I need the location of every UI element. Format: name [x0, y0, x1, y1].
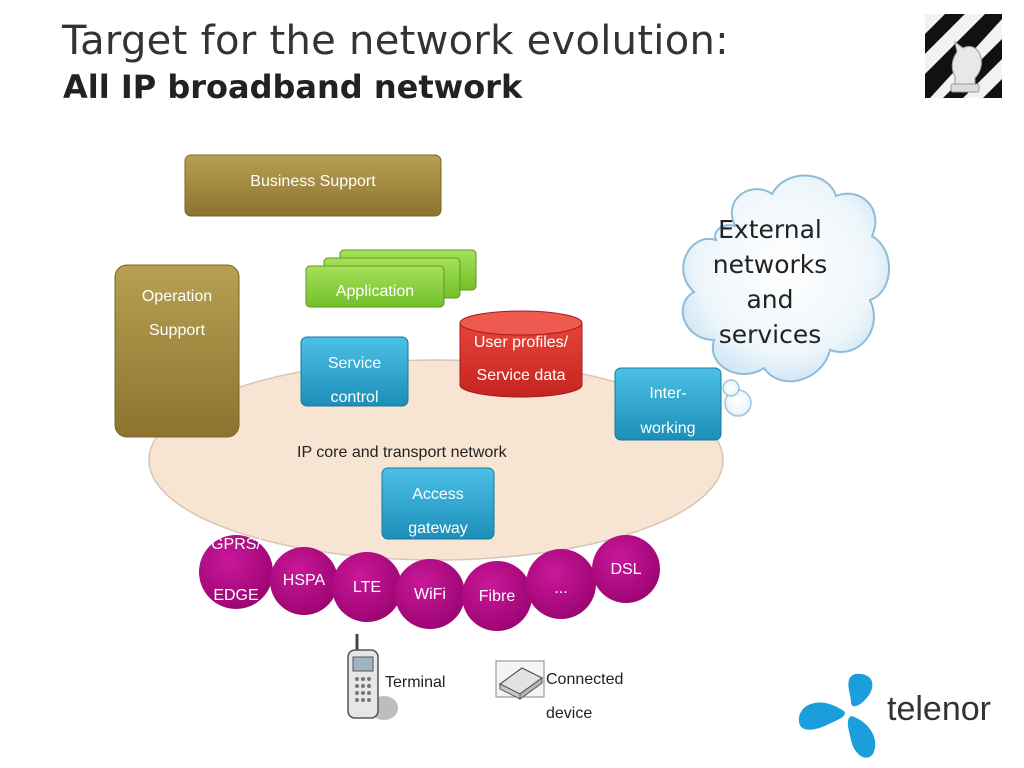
access-gateway-line1: Access: [412, 486, 464, 503]
telenor-wordmark: telenor: [887, 690, 991, 728]
access-gateway-line2: gateway: [408, 520, 468, 537]
fibre-label: Fibre: [478, 588, 516, 605]
gprs-line2: EDGE: [213, 587, 259, 604]
connected-device-icon: [495, 660, 545, 700]
hspa-circle: [270, 547, 338, 615]
terminal-label: Terminal: [385, 674, 446, 691]
interworking-line2: working: [640, 420, 696, 437]
operation-support-line2: Support: [148, 322, 206, 339]
interworking-box: [614, 367, 722, 441]
external-networks-label: External networks and services: [700, 212, 840, 352]
business-support-label: Business Support: [250, 173, 376, 190]
dsl-circle: [592, 535, 660, 603]
application-box-front: [305, 265, 445, 308]
service-control-box: [300, 336, 409, 407]
hspa-label: HSPA: [282, 572, 326, 589]
dsl-label: DSL: [610, 561, 642, 578]
connected-device-line1: Connected: [546, 671, 624, 688]
user-profiles-line1: User profiles/: [473, 334, 569, 351]
ip-core-label: IP core and transport network: [297, 444, 507, 461]
gprs-line1: GPRS/: [211, 536, 261, 553]
telenor-propeller-icon: [798, 673, 876, 758]
business-support-box: [184, 154, 442, 217]
application-label: Application: [335, 283, 415, 300]
terminal-phone-icon: [347, 634, 398, 720]
user-profiles-line2: Service data: [476, 367, 566, 384]
external-line1: External: [718, 215, 822, 244]
operation-support-box: [114, 264, 240, 438]
external-line3: and: [746, 285, 794, 314]
slide-subtitle: All IP broadband network: [63, 68, 523, 106]
connected-device-line2: device: [546, 705, 593, 722]
service-control-line2: control: [330, 389, 379, 406]
lte-circle: [332, 552, 402, 622]
ellipsis-label: ...: [554, 580, 568, 597]
fibre-circle: [462, 561, 532, 631]
gprs-edge-circle: [199, 535, 273, 609]
external-line4: services: [718, 320, 822, 349]
lte-label: LTE: [352, 579, 382, 596]
user-profiles-cylinder: [459, 322, 583, 398]
external-line2: networks: [712, 250, 828, 279]
interworking-line1: Inter-: [649, 385, 687, 402]
ellipsis-circle: [526, 549, 596, 619]
external-networks-cloud: [681, 174, 890, 417]
chess-knight-icon: [925, 14, 1002, 98]
telenor-logo: telenor: [795, 668, 995, 763]
slide-title: Target for the network evolution:: [62, 18, 729, 64]
wifi-circle: [395, 559, 465, 629]
access-gateway-box: [381, 467, 495, 540]
wifi-label: WiFi: [414, 586, 446, 603]
operation-support-line1: Operation: [141, 288, 213, 305]
service-control-line1: Service: [327, 355, 382, 372]
